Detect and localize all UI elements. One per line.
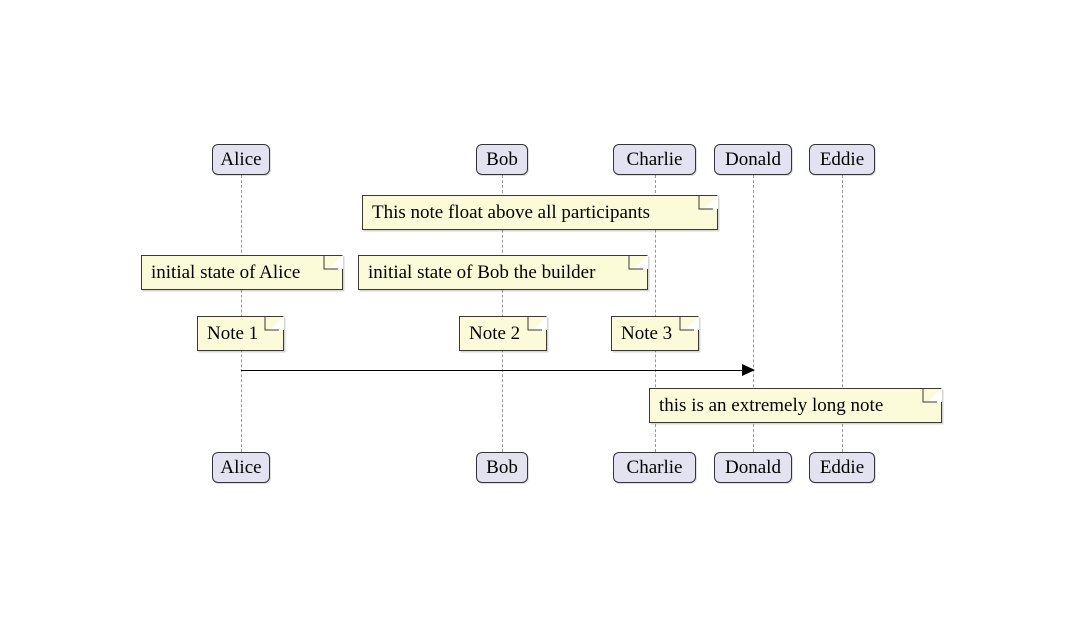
note-initial-state-bob[interactable]: initial state of Bob the builder: [358, 255, 648, 290]
participant-donald-top[interactable]: Donald: [714, 144, 792, 175]
note-fold-line-icon: [698, 195, 713, 210]
participant-bob-top[interactable]: Bob: [476, 144, 528, 175]
note-text: This note float above all participants: [372, 202, 651, 223]
participant-label: Donald: [725, 457, 781, 478]
note-fold-icon: [704, 195, 718, 209]
note-3[interactable]: Note 3: [611, 316, 699, 351]
participant-label: Eddie: [819, 457, 865, 478]
note-fold-line-icon: [679, 316, 694, 331]
participant-alice-top[interactable]: Alice: [212, 144, 270, 175]
participant-donald-bottom[interactable]: Donald: [714, 452, 792, 483]
participant-eddie-bottom[interactable]: Eddie: [809, 452, 875, 483]
participant-alice-bottom[interactable]: Alice: [212, 452, 270, 483]
participant-charlie-top[interactable]: Charlie: [613, 144, 696, 175]
note-text: initial state of Alice: [151, 262, 301, 283]
note-1[interactable]: Note 1: [197, 316, 284, 351]
note-fold-icon: [329, 255, 343, 269]
note-fold-line-icon: [264, 316, 279, 331]
participant-charlie-bottom[interactable]: Charlie: [613, 452, 696, 483]
message-arrowhead-icon: [742, 364, 755, 376]
note-fold-line-icon: [628, 255, 643, 270]
note-2[interactable]: Note 2: [459, 316, 547, 351]
participant-eddie-top[interactable]: Eddie: [809, 144, 875, 175]
message-line-alice-to-donald: [241, 370, 744, 371]
note-extremely-long[interactable]: this is an extremely long note: [649, 388, 942, 423]
note-initial-state-alice[interactable]: initial state of Alice: [141, 255, 343, 290]
note-float-above-all[interactable]: This note float above all participants: [362, 195, 718, 230]
participant-label: Charlie: [626, 149, 683, 170]
participant-label: Bob: [486, 457, 518, 478]
participant-label: Donald: [725, 149, 781, 170]
note-fold-icon: [270, 316, 284, 330]
note-text: Note 1: [207, 323, 259, 344]
participant-label: Eddie: [819, 149, 865, 170]
note-fold-icon: [533, 316, 547, 330]
lifeline-alice: [241, 175, 242, 452]
note-fold-icon: [685, 316, 699, 330]
participant-label: Bob: [486, 149, 518, 170]
note-fold-line-icon: [527, 316, 542, 331]
note-fold-line-icon: [922, 388, 937, 403]
participant-bob-bottom[interactable]: Bob: [476, 452, 528, 483]
note-text: Note 2: [469, 323, 521, 344]
participant-label: Alice: [220, 149, 262, 170]
note-fold-icon: [634, 255, 648, 269]
note-text: this is an extremely long note: [659, 395, 884, 416]
participant-label: Alice: [220, 457, 262, 478]
note-fold-line-icon: [323, 255, 338, 270]
note-fold-icon: [928, 388, 942, 402]
participant-label: Charlie: [626, 457, 683, 478]
note-text: Note 3: [621, 323, 673, 344]
note-text: initial state of Bob the builder: [368, 262, 596, 283]
